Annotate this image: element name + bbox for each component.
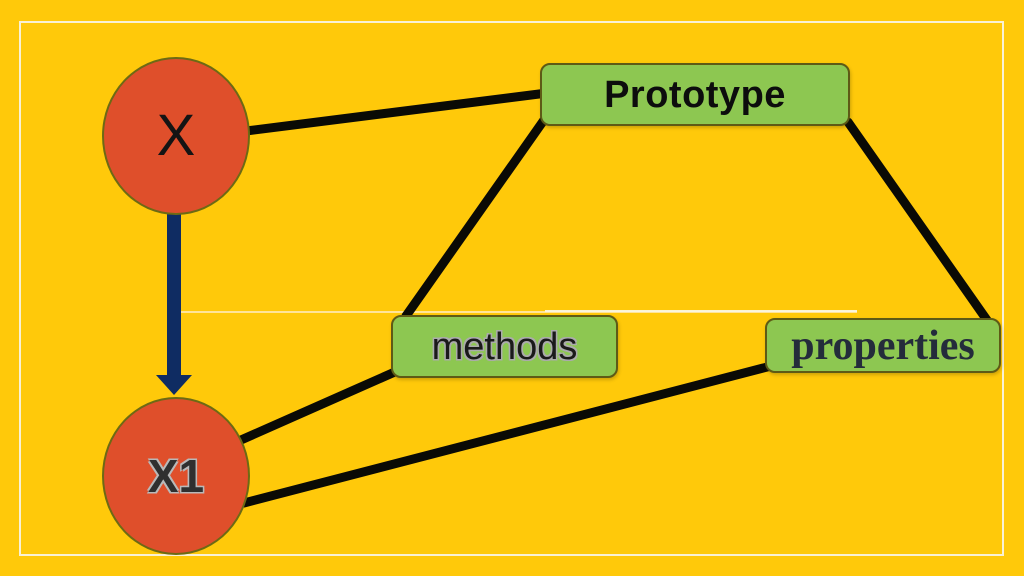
edge-prototype-properties (843, 117, 994, 328)
edge-methods-x1 (236, 366, 402, 445)
node-properties: properties (765, 318, 1001, 373)
node-prototype: Prototype (540, 63, 850, 126)
node-x1: X1 (102, 397, 250, 555)
node-properties-label: properties (791, 322, 975, 369)
node-prototype-label: Prototype (604, 73, 786, 116)
node-methods-label: methods (431, 325, 578, 368)
node-x: X (102, 57, 250, 215)
edge-properties-x1 (239, 361, 776, 508)
node-x-label: X (156, 103, 196, 168)
edge-prototype-methods (401, 115, 549, 321)
edge-x-prototype (241, 88, 552, 136)
node-x1-label: X1 (147, 450, 205, 502)
arrow-x-to-x1-head (156, 375, 192, 395)
node-methods: methods (391, 315, 618, 378)
